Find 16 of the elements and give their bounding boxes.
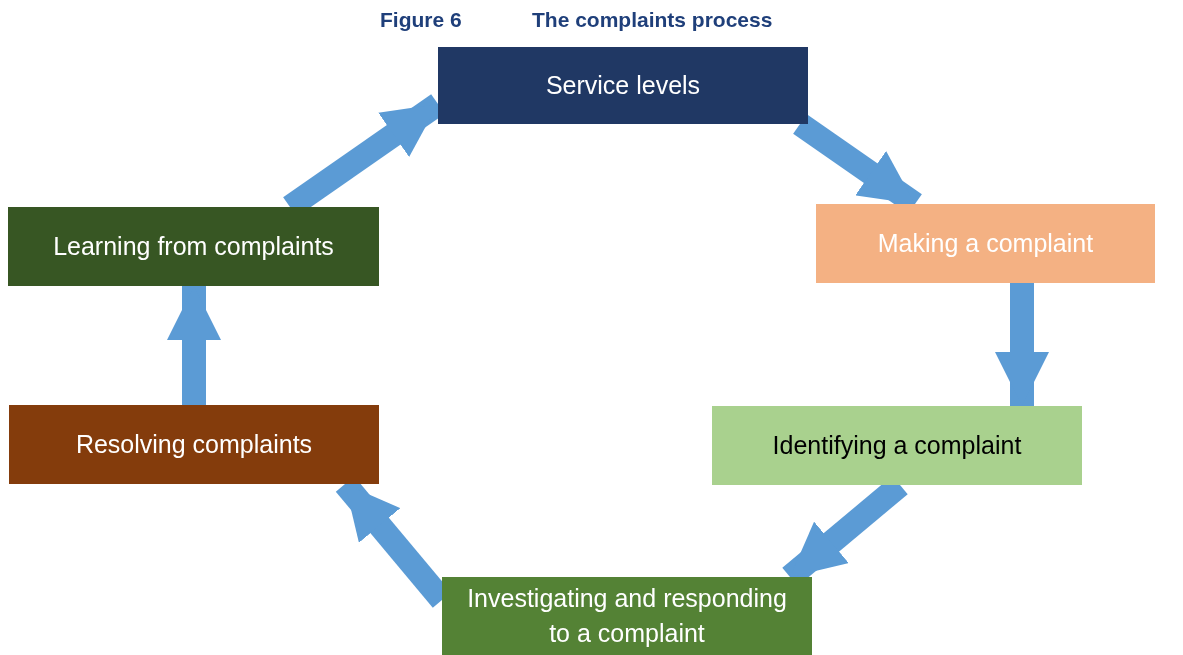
process-box	[816, 204, 1155, 283]
box-label: Making a complaint	[877, 228, 1094, 259]
process-box	[438, 47, 808, 124]
box-label: Resolving complaints	[75, 429, 313, 460]
process-box	[8, 207, 379, 286]
figure-title: The complaints process	[532, 8, 773, 32]
process-box	[442, 577, 812, 655]
process-box	[9, 405, 379, 484]
figure-number: Figure 6	[380, 8, 462, 32]
box-label: Learning from complaints	[53, 231, 334, 262]
box-label: Identifying a complaint	[772, 430, 1022, 461]
box-label: Service levels	[545, 70, 701, 101]
block-arrow	[995, 283, 1049, 406]
box-label: Investigating and responding to a complaint	[466, 583, 788, 649]
block-arrow	[167, 286, 221, 405]
process-box	[712, 406, 1082, 485]
